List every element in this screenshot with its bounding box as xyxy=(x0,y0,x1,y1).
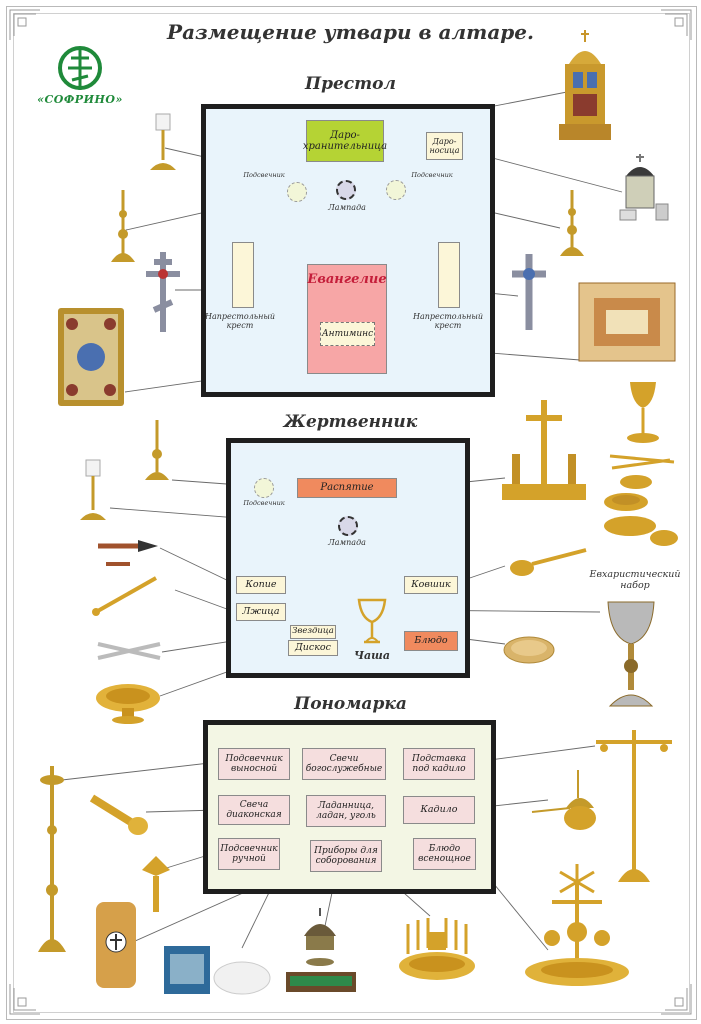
plate-blyudo-icon xyxy=(503,636,555,664)
label-lzhitsa: Лжица xyxy=(236,603,286,621)
chalice-photo-icon xyxy=(607,601,655,707)
incense-box-icon xyxy=(164,946,210,994)
label-chasha: Чаша xyxy=(354,649,390,662)
label-ladannitsa: Ладанница,ладан, уголь xyxy=(306,795,386,827)
antimins-icon xyxy=(578,282,676,362)
lampada-marker xyxy=(336,180,356,200)
altar-cross-icon xyxy=(512,254,546,330)
label-kovshik: Ковшик xyxy=(404,576,458,594)
candlestick-glass-icon xyxy=(150,113,176,170)
label-zvezditsa: Звездица xyxy=(290,625,336,639)
incense-grains-icon xyxy=(213,961,271,995)
poster-frame xyxy=(6,6,697,1020)
vigil-plate-icon xyxy=(525,864,629,986)
candlestick-glass-icon xyxy=(80,459,106,520)
corner-ornament-icon xyxy=(661,9,692,40)
label-kadilo: Кадило xyxy=(403,796,475,824)
gospel-book-icon xyxy=(58,308,124,406)
label-daronositsa: Даро-носица xyxy=(426,132,463,160)
crucifixion-icon xyxy=(502,400,586,500)
censer-stand-icon xyxy=(596,730,672,882)
unction-set-icon xyxy=(399,918,475,980)
candle-stand-marker xyxy=(386,180,406,200)
incense-vessel-icon xyxy=(304,908,336,966)
spear-kopie-icon xyxy=(98,540,158,566)
censer-kadilo-icon xyxy=(531,770,596,830)
label-darohranitelnitsa: Даро-хранительница xyxy=(303,120,387,162)
diskos-icon xyxy=(96,684,160,724)
star-zvezditsa-icon xyxy=(97,642,161,660)
page-title: Размещение утвари в алтаре. xyxy=(167,20,534,44)
label-diskos: Дискос xyxy=(288,640,338,656)
deacon-candle-icon xyxy=(89,794,148,835)
candlestick-icon xyxy=(111,190,135,262)
corner-ornament-icon xyxy=(9,9,40,40)
label-podsvechnik: Подсвечник xyxy=(243,499,285,507)
hand-candlestick-icon xyxy=(142,856,170,912)
ladle-kovshik-icon xyxy=(510,548,587,576)
spoon-lzhitsa-icon xyxy=(92,576,157,616)
corner-ornament-icon xyxy=(661,984,692,1015)
candle-stand-marker xyxy=(287,182,307,202)
section-title-zhertvennik: Жертвенник xyxy=(283,412,418,432)
section-title-ponomarka: Пономарка xyxy=(294,694,407,714)
lampada-marker xyxy=(338,516,358,536)
section-title-prestol: Престол xyxy=(305,74,396,94)
label-lampada: Лампада xyxy=(328,203,366,212)
altar-cross-marker-right xyxy=(438,242,460,308)
brand-name: «СОФРИНО» xyxy=(37,93,123,106)
corner-ornament-icon xyxy=(9,984,40,1015)
label-blyudo: Блюдо xyxy=(404,631,458,651)
candlestick-icon xyxy=(560,190,584,256)
altar-cross-icon xyxy=(146,252,180,332)
label-lampada: Лампада xyxy=(328,538,366,547)
chalice-icon xyxy=(357,598,387,644)
altar-cross-marker-left xyxy=(232,242,254,308)
eucharist-set-icon xyxy=(604,382,678,546)
label-podsvechnik-left: Подсвечник xyxy=(243,171,285,179)
label-kopie: Копие xyxy=(236,576,286,594)
label-raspyatie: Распятие xyxy=(297,478,397,498)
label-antimins: Антиминс xyxy=(320,322,375,346)
candlestick-icon xyxy=(145,420,169,480)
church-candles-icon xyxy=(96,902,136,988)
daronositsa-icon xyxy=(619,154,669,221)
label-evangelie: Евангелие xyxy=(307,264,387,374)
processional-candlestick-icon xyxy=(38,766,66,952)
tabernacle-icon xyxy=(559,30,611,140)
poster-inner-frame xyxy=(13,13,690,1013)
candle-stand-marker xyxy=(254,478,274,498)
sofrino-logo-icon xyxy=(58,46,102,90)
coal-box-icon xyxy=(286,972,356,992)
label-podsvechnik-right: Подсвечник xyxy=(411,171,453,179)
